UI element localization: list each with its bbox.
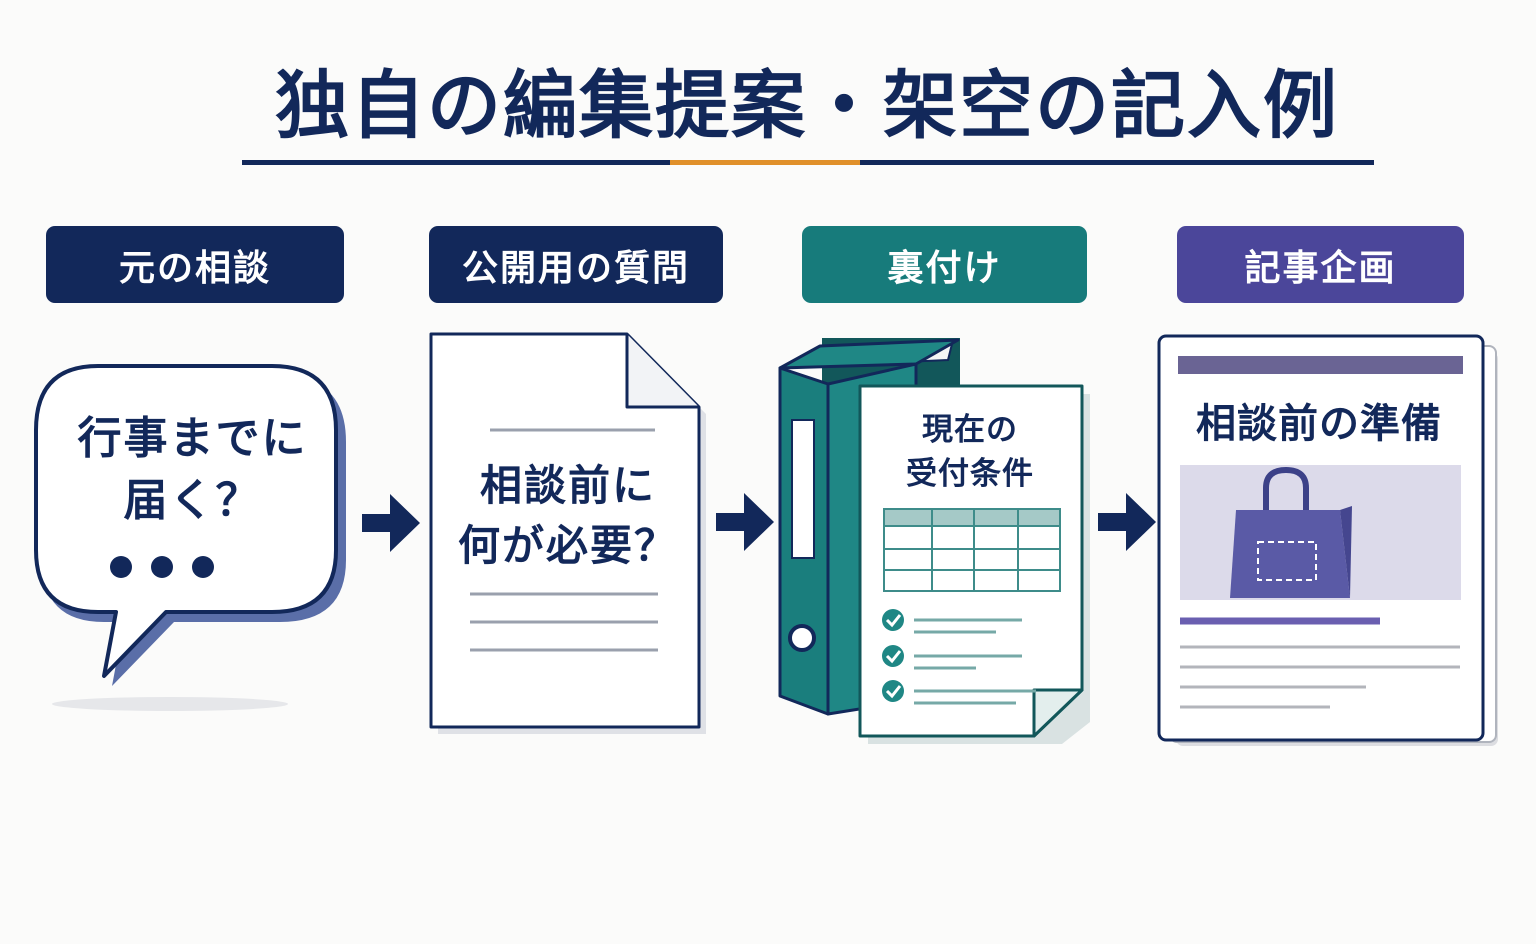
- step-label-article-plan: 記事企画: [1177, 226, 1464, 303]
- step-label-original-consultation: 元の相談: [46, 226, 344, 303]
- page-title: 独自の編集提案・架空の記入例: [275, 63, 1339, 149]
- ellipsis-dot: [192, 556, 214, 578]
- checkmark-icon: [882, 680, 1036, 705]
- checklist-sheet-icon: [858, 384, 1090, 744]
- speech-bubble-icon: [34, 364, 346, 711]
- article-icon: [1157, 334, 1498, 746]
- document-question-text: 相談前に 何が必要？: [457, 461, 678, 570]
- article-headline-text: 相談前の準備: [1196, 401, 1442, 447]
- shopping-bag-icon: [1230, 466, 1352, 598]
- title-underline-accent: [670, 160, 860, 165]
- bubble-question-text: 行事までに 届く？: [77, 413, 308, 526]
- step-label-public-question: 公開用の質問: [429, 226, 723, 303]
- arrow-right-icon: [1098, 493, 1156, 551]
- arrow-right-icon: [362, 494, 420, 552]
- checkmark-icon: [882, 609, 1022, 634]
- ellipsis-dot: [110, 556, 132, 578]
- conditions-table: [883, 508, 1061, 592]
- arrow-right-icon: [716, 493, 774, 551]
- step-label-evidence: 裏付け: [802, 226, 1087, 303]
- document-icon: [429, 332, 706, 734]
- sheet-title-text: 現在の 受付条件: [906, 412, 1034, 492]
- ellipsis-dot: [151, 556, 173, 578]
- checkmark-icon: [882, 645, 1022, 670]
